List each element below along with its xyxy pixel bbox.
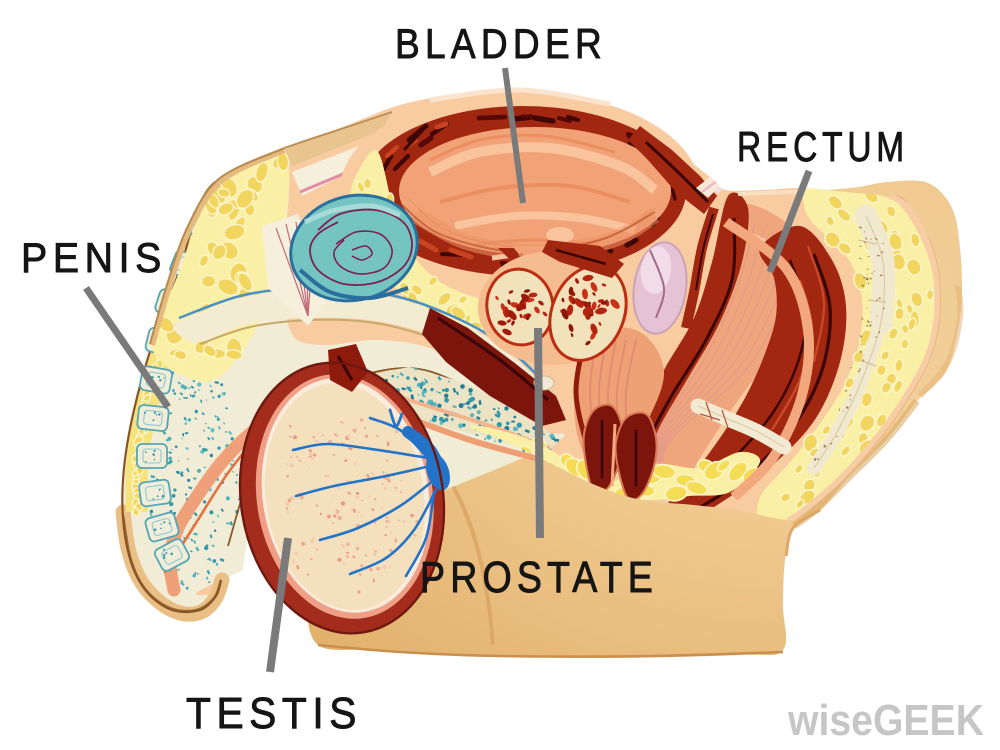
svg-text:PROSTATE: PROSTATE: [420, 553, 658, 602]
svg-text:TESTIS: TESTIS: [186, 689, 362, 738]
svg-text:PENIS: PENIS: [21, 234, 167, 281]
svg-text:BLADDER: BLADDER: [395, 20, 607, 67]
svg-text:wiseGEEK: wiseGEEK: [787, 696, 984, 745]
svg-text:RECTUM: RECTUM: [737, 123, 909, 170]
